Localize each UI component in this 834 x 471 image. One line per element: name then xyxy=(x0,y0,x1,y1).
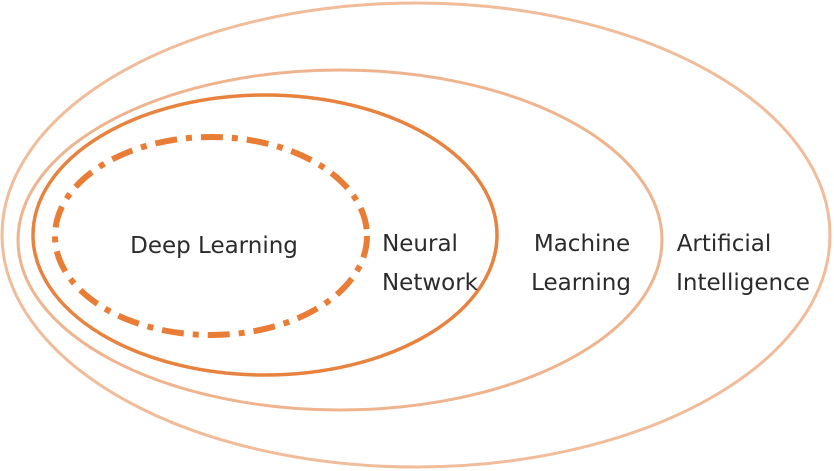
deep-learning-label: Deep Learning xyxy=(130,233,298,259)
deep-learning-ellipse xyxy=(52,134,370,338)
neural-network-label-line1: Neural xyxy=(382,231,458,257)
neural-network-ellipse xyxy=(31,93,499,377)
machine-learning-label-line1: Machine xyxy=(534,231,630,257)
artificial-intelligence-label-line2: Intelligence xyxy=(676,270,810,296)
machine-learning-ellipse xyxy=(16,68,664,412)
neural-network-label-line2: Network xyxy=(382,270,479,296)
machine-learning-label-line2: Learning xyxy=(531,270,631,296)
artificial-intelligence-label-line1: Artificial xyxy=(677,231,772,257)
